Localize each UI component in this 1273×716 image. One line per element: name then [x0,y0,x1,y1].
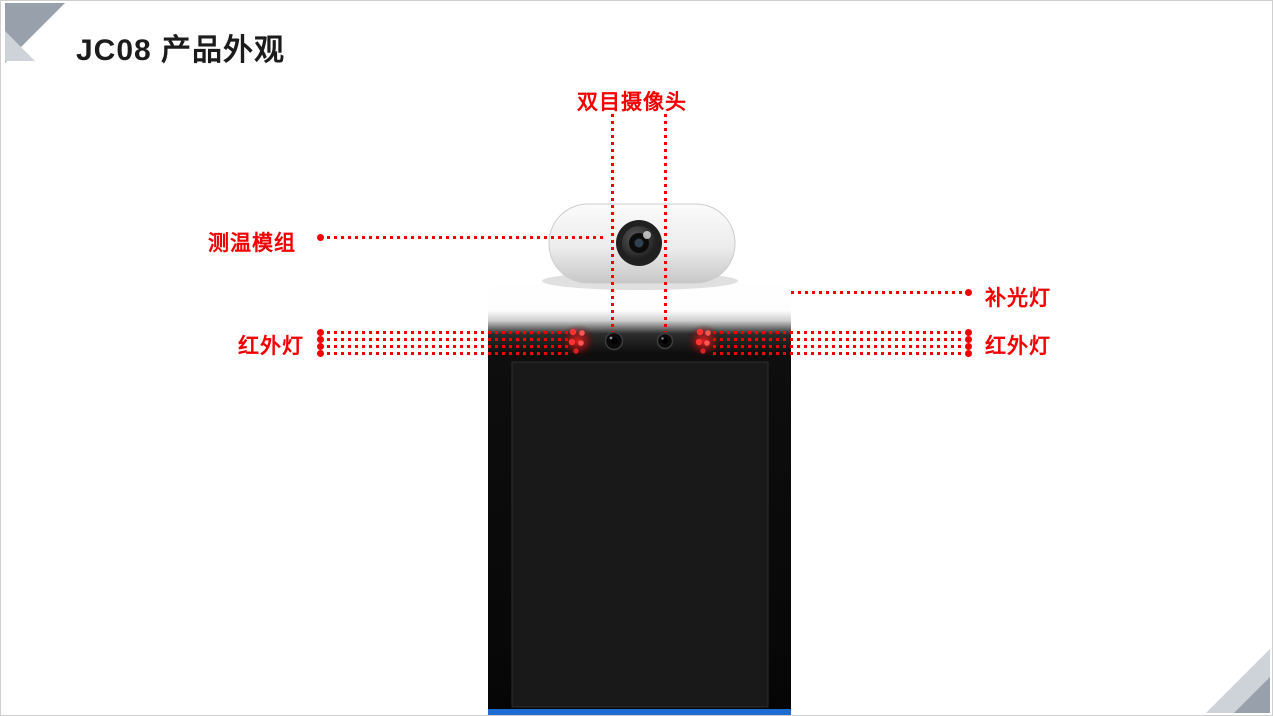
leader-dot-fill-light [965,289,972,296]
leader-line-binocular-right [664,114,667,332]
leader-line-ir-left [327,338,569,341]
label-fill-light: 补光灯 [985,287,1051,310]
label-binocular-camera: 双目摄像头 [577,91,687,114]
leader-dot-temp-module [317,234,324,241]
leader-line-ir-right [713,338,961,341]
leader-dot-ir-left [317,350,324,357]
leader-line-binocular-left [611,114,614,332]
leader-line-ir-left [327,352,569,355]
page-title: JC08 产品外观 [76,34,286,67]
leader-line-ir-right [713,345,961,348]
leader-line-ir-left [327,331,569,334]
leader-line-ir-left [327,345,569,348]
temp-module-graphic [542,203,738,290]
label-ir-light-right: 红外灯 [985,335,1051,358]
module-lens [616,220,662,266]
label-temp-module: 测温模组 [208,232,296,255]
leader-dot-ir-right [965,329,972,336]
leader-dot-ir-right [965,336,972,343]
leader-line-ir-right [713,352,961,355]
leader-line-temp-module [327,236,603,239]
device-bottom-bar [488,709,791,715]
binocular-camera-lenses [604,331,674,351]
leader-dot-ir-left [317,329,324,336]
leader-dot-ir-right [965,343,972,350]
label-ir-light-left: 红外灯 [238,335,304,358]
ir-led-cluster-left [560,324,596,358]
leader-dot-ir-left [317,343,324,350]
leader-dot-ir-left [317,336,324,343]
device-screen [511,361,769,708]
leader-line-fill-light [791,291,963,294]
leader-line-ir-right [713,331,961,334]
leader-dot-ir-right [965,350,972,357]
